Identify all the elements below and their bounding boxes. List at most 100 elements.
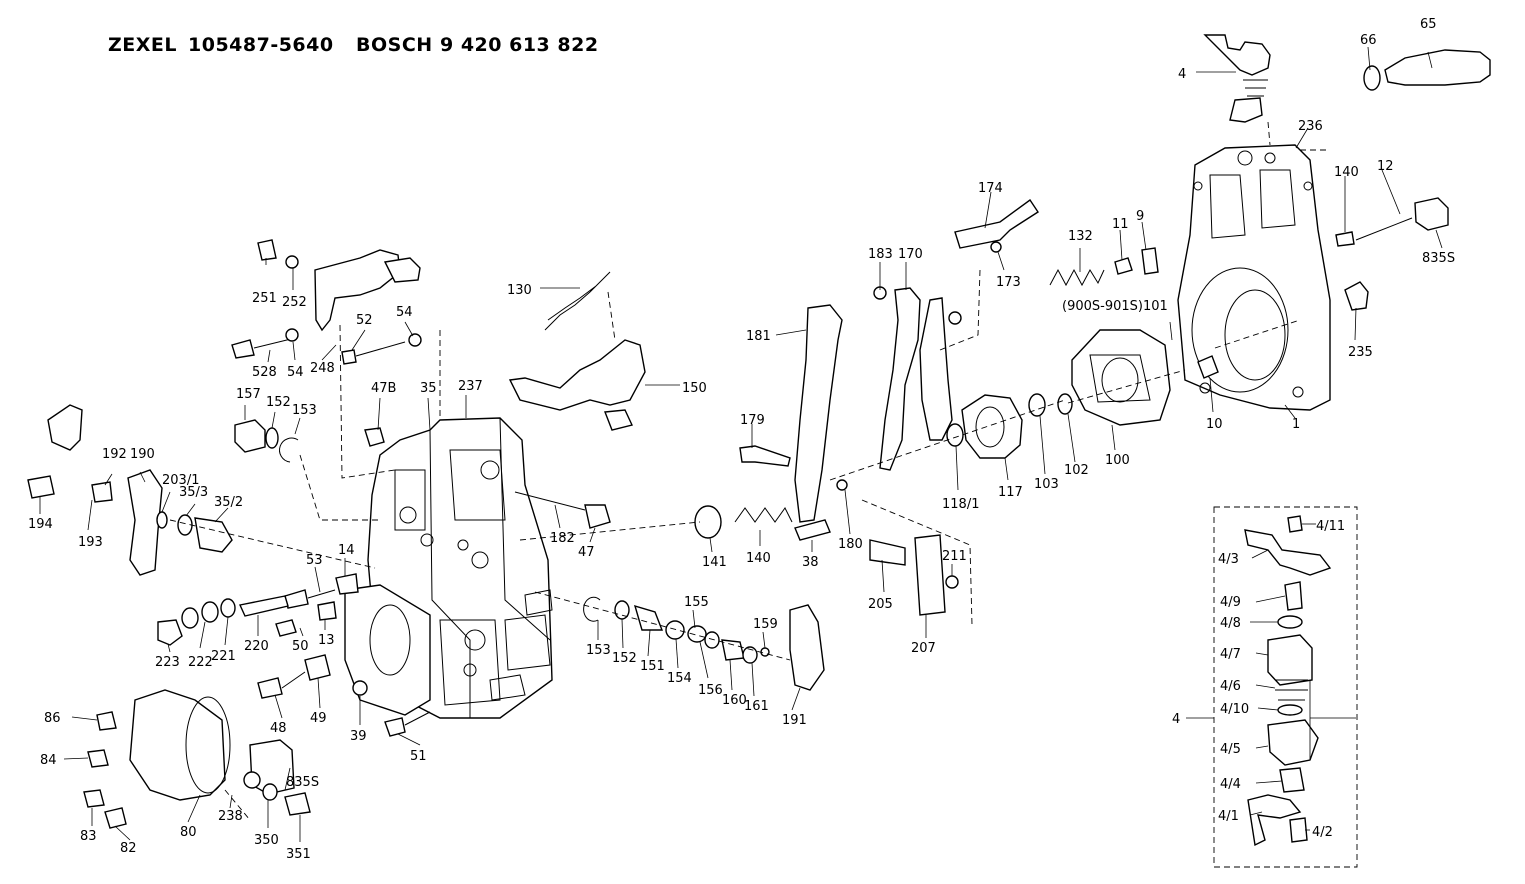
callout-c14: 173	[996, 275, 1021, 290]
callout-c65: 155	[684, 595, 709, 610]
callout-c83: 39	[350, 729, 367, 744]
callout-c89: 4/3	[1218, 552, 1239, 567]
callout-c91: 4/8	[1220, 616, 1241, 631]
callout-c42: 190	[130, 447, 155, 462]
callout-c41: 192	[102, 447, 127, 462]
callout-c11: 9	[1136, 209, 1144, 224]
callout-c4: 236	[1298, 119, 1323, 134]
callout-c66: 159	[753, 617, 778, 632]
callout-c95: 4	[1172, 712, 1180, 727]
callout-c85: 835S	[286, 775, 319, 790]
callout-c76: 84	[40, 753, 57, 768]
callout-c20: 181	[746, 329, 771, 344]
callout-c70: 154	[667, 671, 692, 686]
callout-c69: 151	[640, 659, 665, 674]
callout-c71: 156	[698, 683, 723, 698]
callout-c2: 65	[1420, 17, 1437, 32]
callout-c32: 153	[292, 403, 317, 418]
callout-c33: 179	[740, 413, 765, 428]
header-maker-number: 105487-5640	[188, 34, 334, 56]
callout-c80: 238	[218, 809, 243, 824]
callout-c21: 150	[682, 381, 707, 396]
callout-c9: 132	[1068, 229, 1093, 244]
callout-c51: 140	[746, 551, 771, 566]
callout-c34: 10	[1206, 417, 1223, 432]
callout-c73: 161	[744, 699, 769, 714]
callout-c81: 48	[270, 721, 287, 736]
callout-c8: 174	[978, 181, 1003, 196]
callout-c87: 351	[286, 847, 311, 862]
callout-c44: 35/3	[179, 485, 208, 500]
callout-c55: 205	[868, 597, 893, 612]
callout-c13: 170	[898, 247, 923, 262]
pump-housing-drawing	[344, 417, 553, 719]
leader-lines	[39, 46, 1443, 842]
callout-c57: 53	[306, 553, 323, 568]
callout-c54: 211	[942, 549, 967, 564]
callout-c77: 83	[80, 829, 97, 844]
callout-c38: 103	[1034, 477, 1059, 492]
callout-c43: 203/1	[162, 473, 199, 488]
callout-c6: 12	[1377, 159, 1394, 174]
callout-c29: 237	[458, 379, 483, 394]
callout-c62: 223	[155, 655, 180, 670]
callout-c18: 251	[252, 291, 277, 306]
callout-c24: 528	[252, 365, 277, 380]
callout-c35: 1	[1292, 417, 1300, 432]
assembly-dash-lines	[169, 121, 1358, 868]
callout-c74: 191	[782, 713, 807, 728]
callout-c7: 835S	[1422, 251, 1455, 266]
callout-c86: 350	[254, 833, 279, 848]
callout-c12: 183	[868, 247, 893, 262]
callout-c52: 38	[802, 555, 819, 570]
callout-c36: 100	[1105, 453, 1130, 468]
callout-c22: 52	[356, 313, 373, 328]
callout-c68: 152	[612, 651, 637, 666]
callout-c30: 157	[236, 387, 261, 402]
callout-c61: 220	[244, 639, 269, 654]
callout-c64: 221	[211, 649, 236, 664]
callout-c15: (900S-901S)101	[1062, 299, 1168, 314]
callout-c28: 35	[420, 381, 437, 396]
callout-c37: 102	[1064, 463, 1089, 478]
callout-c10: 11	[1112, 217, 1129, 232]
callout-c39: 117	[998, 485, 1023, 500]
callout-c59: 50	[292, 639, 309, 654]
callout-c93: 4/6	[1220, 679, 1241, 694]
callout-c97: 4/4	[1220, 777, 1241, 792]
header-maker: ZEXEL	[108, 34, 177, 56]
callout-c49: 47	[578, 545, 595, 560]
callout-c17: 130	[507, 283, 532, 298]
callout-c48: 182	[550, 531, 575, 546]
callout-c79: 80	[180, 825, 197, 840]
callout-c50: 141	[702, 555, 727, 570]
callout-c47: 193	[78, 535, 103, 550]
callout-c1: 4	[1178, 67, 1186, 82]
callout-c53: 180	[838, 537, 863, 552]
callout-c72: 160	[722, 693, 747, 708]
callout-c23: 54	[396, 305, 413, 320]
callout-c25: 54	[287, 365, 304, 380]
callout-c63: 222	[188, 655, 213, 670]
callout-c16: 235	[1348, 345, 1373, 360]
callout-c99: 4/2	[1312, 825, 1333, 840]
callout-c58: 14	[338, 543, 355, 558]
callout-c78: 82	[120, 841, 137, 856]
callout-c92: 4/7	[1220, 647, 1241, 662]
callout-c31: 152	[266, 395, 291, 410]
callout-c46: 194	[28, 517, 53, 532]
callout-c27: 47B	[371, 381, 396, 396]
callout-c96: 4/5	[1220, 742, 1241, 757]
header-oem: BOSCH	[356, 34, 433, 56]
callout-c98: 4/1	[1218, 809, 1239, 824]
callout-c94: 4/10	[1220, 702, 1249, 717]
callout-c26: 248	[310, 361, 335, 376]
callout-c75: 86	[44, 711, 61, 726]
callout-c56: 207	[911, 641, 936, 656]
header-oem-number: 9 420 613 822	[440, 34, 599, 56]
component-shapes	[27, 34, 1491, 847]
governor-cover-drawing	[1177, 144, 1331, 411]
